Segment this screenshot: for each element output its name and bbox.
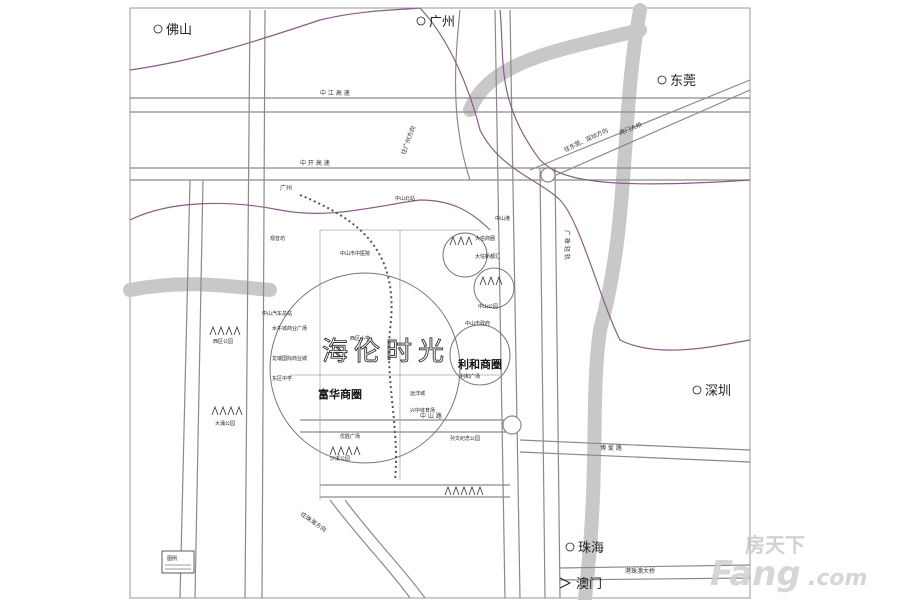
legend-title: 图例 [167,555,177,562]
road-label-zhongjiang: 中 江 高 速 [320,89,350,97]
poi-bus-station: 中山汽车总站 [262,310,292,317]
poi-zhongshan-park: 中山公园 [478,303,498,310]
boundary-ne [499,9,751,185]
poi-shaxi-park: 沙溪公园 [330,455,350,462]
road-gangzhu-2 [559,577,751,581]
road-west-ns [244,9,251,599]
road-east-ew [519,439,751,451]
road-east-2 [554,167,561,599]
poi-lihe-plaza: 利和广场 [460,373,480,380]
trees-center [329,235,503,496]
road-label-boai: 博 爱 路 [600,444,622,452]
city-foshan: 佛山 [153,23,192,38]
city-foshan-icon [153,24,163,34]
road-central-ns [494,9,506,599]
road-humen [529,79,751,171]
poi-zhongshan-port: 中山港 [495,215,510,222]
poi-xiyuan: 西区公园 [213,339,233,345]
road-label-gangzhu: 港珠澳大桥 [625,567,655,575]
macau-arrow-icon [559,577,572,589]
road-label-zhongkai: 中 开 高 速 [300,159,330,167]
city-dongguan: 东莞 [657,74,696,89]
circle-lihe [449,324,511,386]
city-shenzhen-icon [692,385,702,395]
road-far-west-2 [194,179,204,599]
city-guangzhou-icon [416,16,426,26]
city-guangzhou-label: 广州 [429,15,455,30]
city-zhuhai: 珠海 [565,541,604,556]
watermark-fang: 房天下 Fang .com [710,533,867,594]
poi-sunwen: 孙文纪念公园 [450,435,480,442]
poi-dongcheng: 东区中学 [272,375,292,382]
project-name: 海伦时光 [322,337,450,367]
poi-stadium: 兴中体育场 [410,407,435,414]
city-zhuhai-icon [565,542,575,552]
map-frame [129,7,751,599]
poi-xiqu-school: 西区小学 [350,335,370,342]
road-label-zhongshan: 中 山 路 [420,412,442,420]
poi-zhongshan-gov: 中山市政府 [465,320,490,327]
road-east-1 [539,167,546,599]
city-macau-label: 澳门 [576,576,602,592]
river-west [123,277,277,297]
boundary-nw [129,7,421,71]
poi-shuiniucheng: 水牛城商业广场 [272,325,307,332]
poi-dasin-label: 大信商圈 [475,235,495,242]
river-east [578,3,647,604]
road-north-curve [454,9,471,181]
poi-dasin: 大信新都汇 [475,253,500,260]
road-humen-2 [544,89,751,181]
city-dongguan-icon [657,75,667,85]
boundary-main [419,7,751,351]
legend-box [161,550,195,574]
road-gangzhu [559,564,751,569]
circle-park [473,267,515,309]
circle-dasin [442,232,488,278]
road-sw-curve [329,499,411,599]
city-foshan-label: 佛山 [166,23,192,38]
road-far-west [179,179,191,599]
watermark-brand: Fang [710,554,801,594]
boundary-mid [129,199,491,231]
poi-youshi: 优胜广场 [340,433,360,440]
poi-guanyin: 观音坊 [270,235,285,242]
roundabout-ne [540,167,556,183]
district-fuhua: 富华商圈 [318,387,362,401]
road-sw-curve-2 [344,499,426,599]
road-label-guangzhu: 广 珠 轻 轨 [563,230,571,260]
city-shenzhen-label: 深圳 [705,384,731,399]
poi-yuanyang: 远洋城 [410,390,425,397]
district-lihe: 利和商圈 [458,357,502,371]
poi-zhongshan-hospital: 中山市中医院 [340,250,370,257]
poi-zhongshan-north: 中山北站 [395,195,415,202]
river-north [463,23,647,117]
trees-west [209,325,243,416]
roundabout-east [502,415,522,435]
road-west-ns-2 [261,9,266,599]
rail-light [299,194,398,481]
city-zhuhai-label: 珠海 [578,541,604,556]
poi-dayong: 大涌公园 [215,420,235,427]
poi-longrui: 龙瑞国际商业城 [272,355,307,362]
watermark-text: 房天下 [745,533,805,557]
road-east-ew-2 [519,451,751,463]
city-shenzhen: 深圳 [692,384,731,399]
city-guangzhou: 广州 [416,15,455,30]
city-dongguan-label: 东莞 [670,74,696,89]
circle-fuhua [269,272,461,464]
road-label-rail-guangzhou: 广州 [280,184,292,192]
watermark-domain: .com [808,566,867,591]
